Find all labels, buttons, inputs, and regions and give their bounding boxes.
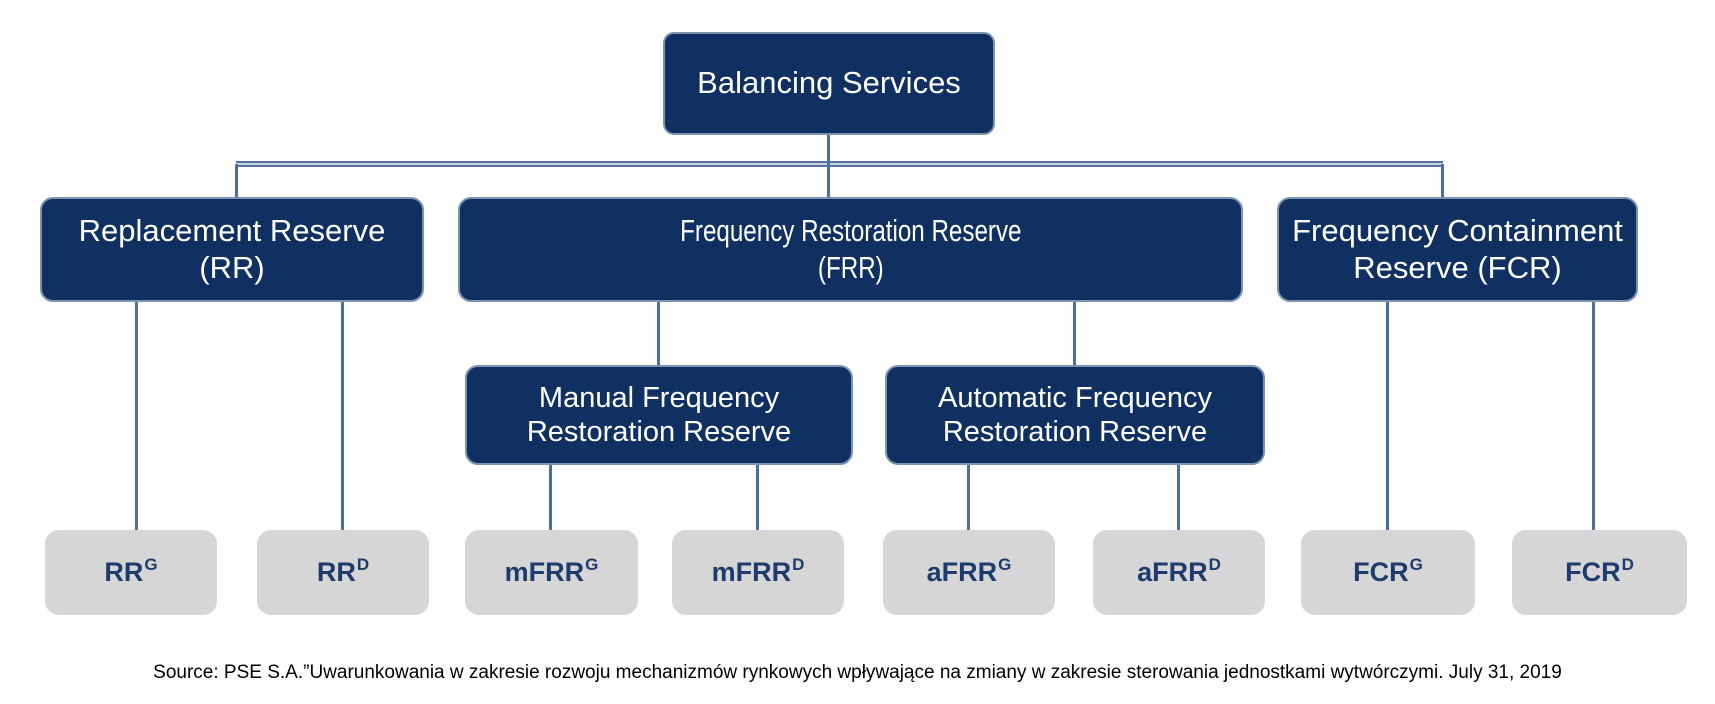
leaf-label: FCR bbox=[1353, 557, 1409, 587]
leaf-superscript: G bbox=[1409, 554, 1423, 574]
node-automatic-frequency-restoration-reserve: Automatic Frequency Restoration Reserve bbox=[885, 365, 1265, 465]
node-frequency-restoration-reserve: Frequency Restoration Reserve (FRR) bbox=[458, 197, 1243, 302]
connector-bus-to-fcr bbox=[1441, 164, 1444, 197]
leaf-label: RR bbox=[104, 557, 144, 587]
connector-afrr-to-afrrg bbox=[967, 465, 970, 530]
node-balancing-services: Balancing Services bbox=[663, 32, 995, 135]
node-label-line: (FRR) bbox=[817, 249, 884, 285]
leaf-superscript: D bbox=[792, 554, 805, 574]
connector-mfrr-to-mfrrd bbox=[756, 465, 759, 530]
leaf-superscript: D bbox=[1621, 554, 1634, 574]
leaf-label: FCR bbox=[1565, 557, 1621, 587]
node-label-line: Frequency Restoration Reserve bbox=[679, 212, 1022, 248]
source-caption: Source: PSE S.A.”Uwarunkowania w zakresi… bbox=[153, 662, 1562, 683]
connector-fcr-to-fcrg bbox=[1386, 302, 1389, 530]
leaf-superscript: G bbox=[144, 554, 158, 574]
node-label-line: Reserve (FCR) bbox=[1353, 249, 1562, 285]
leaf-superscript: D bbox=[1208, 554, 1221, 574]
connector-afrr-to-afrrd bbox=[1177, 465, 1180, 530]
node-frequency-containment-reserve: Frequency Containment Reserve (FCR) bbox=[1277, 197, 1638, 302]
connector-root-to-frr bbox=[827, 135, 830, 197]
connector-frr-to-afrr bbox=[1073, 302, 1076, 365]
node-label-line: Manual Frequency bbox=[538, 381, 780, 414]
node-label-line: Frequency Containment bbox=[1292, 212, 1623, 248]
connector-rr-to-rrd bbox=[341, 302, 344, 530]
connector-horizontal-bus bbox=[236, 161, 1443, 167]
node-label-line: Restoration Reserve bbox=[942, 416, 1208, 448]
node-label: Balancing Services bbox=[697, 65, 961, 101]
leaf-superscript: G bbox=[998, 554, 1012, 574]
leaf-label: aFRR bbox=[926, 557, 998, 587]
leaf-superscript: G bbox=[585, 554, 599, 574]
node-manual-frequency-restoration-reserve: Manual Frequency Restoration Reserve bbox=[465, 365, 853, 465]
node-replacement-reserve: Replacement Reserve (RR) bbox=[40, 197, 424, 302]
node-label-line: Restoration Reserve bbox=[526, 416, 792, 448]
node-label-line: Replacement Reserve bbox=[78, 212, 386, 248]
connector-bus-to-rr bbox=[235, 164, 238, 197]
node-label-line: Automatic Frequency bbox=[937, 381, 1212, 414]
connector-fcr-to-fcrd bbox=[1592, 302, 1595, 530]
connector-mfrr-to-mfrrg bbox=[549, 465, 552, 530]
leaf-label: RR bbox=[316, 557, 356, 587]
leaf-label: mFRR bbox=[504, 557, 585, 587]
node-label-line: (RR) bbox=[199, 249, 265, 285]
leaf-label: mFRR bbox=[711, 557, 792, 587]
leaf-label: aFRR bbox=[1137, 557, 1208, 587]
connector-frr-to-mfrr bbox=[657, 302, 660, 365]
connector-rr-to-rrg bbox=[135, 302, 138, 530]
leaf-superscript: D bbox=[356, 554, 370, 574]
